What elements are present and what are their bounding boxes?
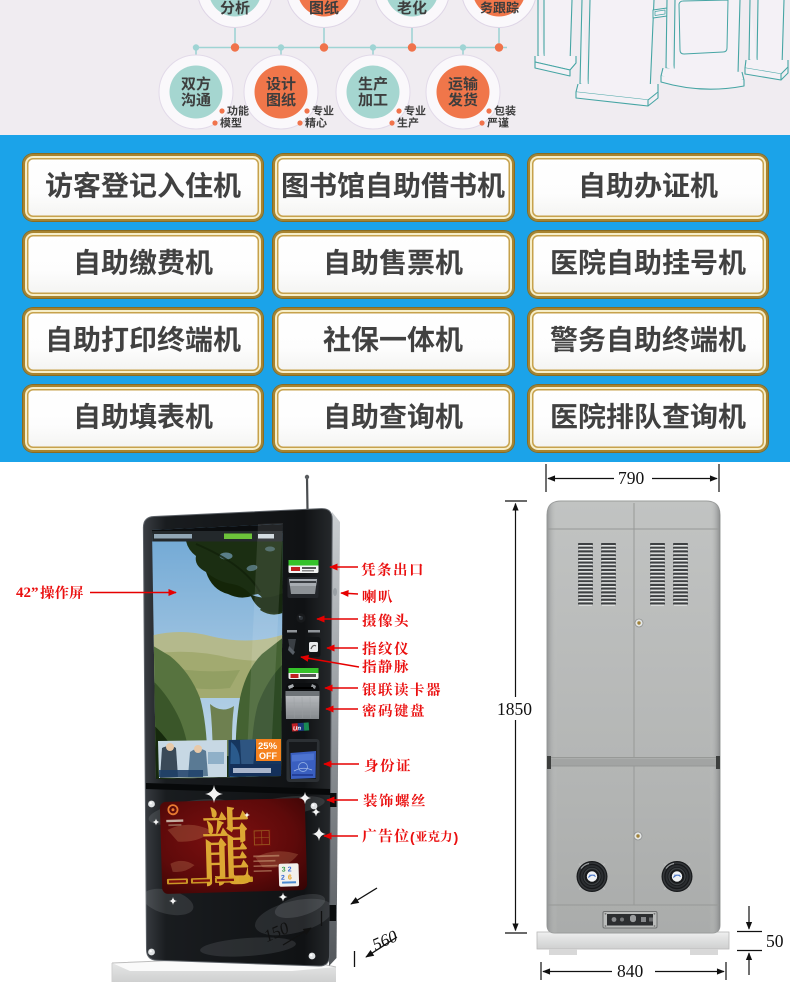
svg-text:25%: 25% <box>258 741 278 752</box>
svg-text:840: 840 <box>617 961 644 981</box>
svg-text:790: 790 <box>618 468 645 488</box>
svg-text:OFF: OFF <box>259 751 277 761</box>
svg-text:1850: 1850 <box>497 699 532 719</box>
svg-text:3: 3 <box>282 867 286 874</box>
svg-text:2: 2 <box>288 866 292 873</box>
svg-text:50: 50 <box>766 931 784 951</box>
svg-text:Un: Un <box>293 726 302 733</box>
svg-text:2: 2 <box>281 875 285 882</box>
svg-text:560: 560 <box>369 926 400 954</box>
svg-text:6: 6 <box>288 874 292 881</box>
